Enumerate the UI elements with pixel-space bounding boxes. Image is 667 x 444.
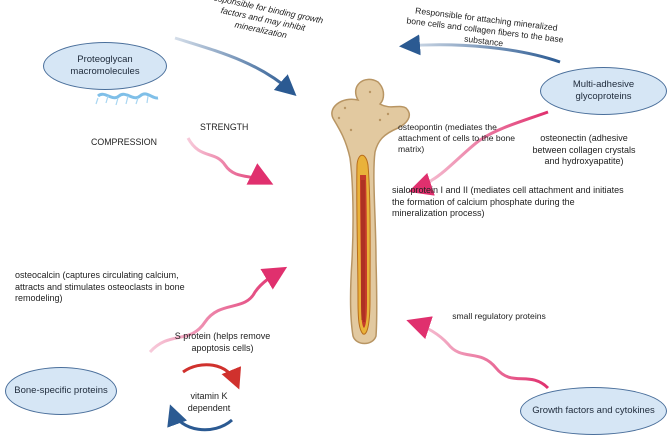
multi-adhesive-oval: Multi-adhesive glycoproteins	[540, 67, 667, 115]
osteocalcin-label: osteocalcin (captures circulating calciu…	[15, 270, 197, 305]
proteoglycan-oval: Proteoglycan macromolecules	[43, 42, 167, 90]
compression-strength-arrow	[188, 138, 268, 182]
osteonectin-label: osteonectin (adhesive between collagen c…	[525, 133, 643, 168]
binding-arrow	[175, 38, 292, 92]
growth-factors-arrow	[412, 322, 548, 388]
compression-label: COMPRESSION	[91, 137, 157, 148]
osteopontin-label: osteopontin (mediates the attachment of …	[398, 122, 530, 155]
s-protein-label: S protein (helps remove apoptosis cells)	[160, 331, 285, 354]
vitamin-k-label: vitamin K dependent	[180, 391, 238, 414]
small-regulatory-label: small regulatory proteins	[449, 311, 549, 322]
growth-factors-oval: Growth factors and cytokines	[520, 387, 667, 435]
vitamin-k-cycle-red-arrow	[183, 365, 237, 384]
bone-specific-oval: Bone-specific proteins	[5, 367, 117, 415]
strength-label: STRENGTH	[200, 122, 248, 133]
sialoprotein-label: sialoprotein I and II (mediates cell att…	[392, 185, 632, 220]
